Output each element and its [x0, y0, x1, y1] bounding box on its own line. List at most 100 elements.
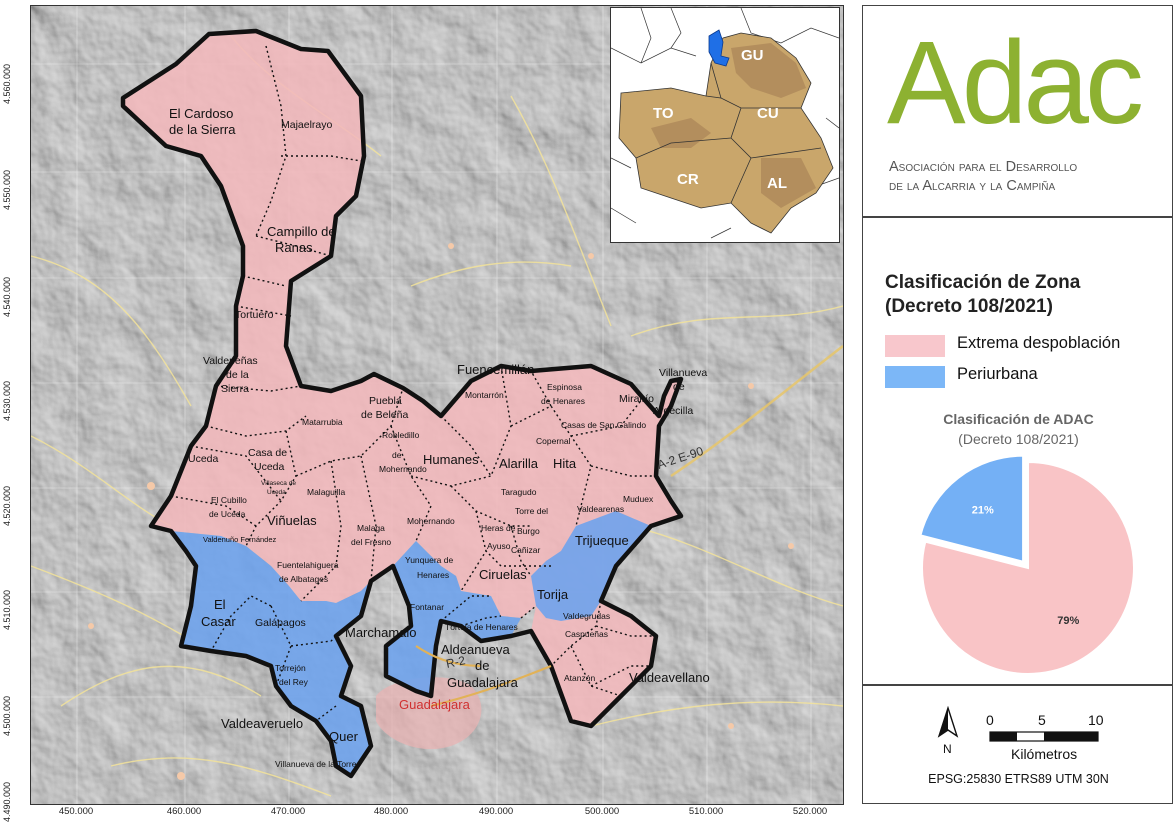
svg-text:Valdeaveruelo: Valdeaveruelo: [221, 716, 303, 731]
svg-text:Torija: Torija: [537, 587, 569, 602]
pie-chart-title: Clasificación de ADAC: [943, 411, 1094, 427]
y-tick: 4.530.000: [2, 380, 12, 421]
adac-logo: Adac: [887, 17, 1144, 149]
svg-text:Fuentelahiguera: Fuentelahiguera: [277, 560, 339, 570]
north-arrow-icon: [937, 706, 959, 738]
svg-text:Casa de: Casa de: [248, 447, 287, 459]
svg-text:Muduex: Muduex: [623, 494, 654, 504]
svg-text:Viñuelas: Viñuelas: [267, 513, 317, 528]
svg-text:Yunquera de: Yunquera de: [405, 555, 453, 565]
scale-bar: [989, 731, 1099, 742]
svg-text:Copernal: Copernal: [536, 436, 571, 446]
svg-text:Casas de San Galindo: Casas de San Galindo: [561, 420, 646, 430]
y-tick: 4.510.000: [2, 589, 12, 630]
scale-panel: N 0 5 10 Kilómetros EPSG:25830 ETRS89 UT…: [862, 685, 1173, 804]
svg-text:Marchamalo: Marchamalo: [345, 625, 417, 640]
scale-unit: Kilómetros: [1011, 746, 1078, 762]
svg-text:Torre del: Torre del: [515, 506, 548, 516]
x-tick: 470.000: [270, 806, 306, 817]
svg-text:Valdepeñas: Valdepeñas: [203, 355, 258, 367]
pie-chart: 79% 21%: [919, 454, 1135, 675]
city-label-guadalajara: Guadalajara: [399, 697, 471, 712]
svg-text:Guadalajara: Guadalajara: [447, 675, 519, 690]
svg-text:Villanueva: Villanueva: [659, 367, 707, 379]
pie-slice: [921, 460, 1135, 675]
zone-periurbana-east: [531, 511, 651, 621]
svg-text:Malaga: Malaga: [357, 523, 385, 533]
svg-text:Cañizar: Cañizar: [511, 545, 540, 555]
svg-text:Humanes: Humanes: [423, 452, 479, 467]
pie-slice-label: 21%: [972, 505, 994, 517]
svg-text:de Albatages: de Albatages: [279, 574, 328, 584]
svg-text:Ciruelas: Ciruelas: [479, 567, 527, 582]
municipal-boundaries: [170, 45, 656, 722]
x-tick: 520.000: [792, 806, 828, 817]
svg-text:Hita: Hita: [553, 456, 577, 471]
background-road-dots: [88, 243, 794, 780]
x-tick: 450.000: [58, 806, 94, 817]
svg-text:Valdegrudas: Valdegrudas: [563, 611, 610, 621]
svg-text:Campillo de: Campillo de: [267, 224, 336, 239]
province-boundaries: [635, 62, 822, 204]
svg-text:Sierra: Sierra: [221, 383, 249, 395]
svg-text:Uceda: Uceda: [188, 453, 219, 465]
logo-subtitle-line2: de la Alcarria y la Campiña: [889, 178, 1056, 194]
svg-text:Tortuero: Tortuero: [235, 309, 274, 321]
scale-label-10: 10: [1088, 712, 1104, 728]
legend-subtitle: (Decreto 108/2021): [885, 296, 1053, 317]
svg-text:El: El: [214, 597, 226, 612]
svg-text:Quer: Quer: [329, 729, 359, 744]
y-tick: 4.540.000: [2, 276, 12, 317]
svg-text:de: de: [673, 381, 685, 393]
pie-slice: [919, 454, 1025, 563]
legend-label-periurbana: Periurbana: [957, 365, 1038, 383]
municipality-labels: El Cardoso de la Sierra Majaelrayo Campi…: [169, 106, 710, 769]
svg-text:El Cubillo: El Cubillo: [211, 495, 247, 505]
svg-text:Galápagos: Galápagos: [255, 617, 306, 629]
svg-text:Trijueque: Trijueque: [575, 533, 629, 548]
svg-text:Ayuso: Ayuso: [487, 541, 511, 551]
province-label-gu: GU: [741, 47, 764, 64]
svg-text:de Henares: de Henares: [541, 396, 585, 406]
svg-text:Villaseca de: Villaseca de: [261, 480, 296, 487]
legend-title: Clasificación de Zona: [885, 272, 1081, 293]
svg-text:El Cardoso: El Cardoso: [169, 106, 233, 121]
svg-text:Matarrubia: Matarrubia: [302, 417, 343, 427]
svg-text:del Rey: del Rey: [279, 677, 309, 687]
svg-text:Villanueva de la Torre: Villanueva de la Torre: [275, 759, 357, 769]
zone-periurbana-west: [171, 531, 371, 776]
svg-text:Aldeanueva: Aldeanueva: [441, 642, 510, 657]
locator-svg: GU TO CU CR AL: [611, 8, 839, 242]
pie-slice-label: 79%: [1057, 615, 1079, 627]
svg-text:Heras de: Heras de: [481, 523, 516, 533]
svg-text:del Fresno: del Fresno: [351, 537, 391, 547]
svg-text:Alarilla: Alarilla: [499, 456, 539, 471]
zone-extrema-despoblacion: [123, 31, 681, 726]
locator-inset-map: GU TO CU CR AL: [610, 7, 840, 243]
scale-label-0: 0: [986, 712, 994, 728]
logo-subtitle-line1: Asociación para el Desarrollo: [889, 159, 1078, 175]
adac-territory-border: [120, 28, 684, 779]
svg-text:Espinosa: Espinosa: [547, 382, 582, 392]
svg-text:Henares: Henares: [417, 570, 449, 580]
svg-text:de Beleña: de Beleña: [361, 409, 408, 421]
y-tick: 4.490.000: [2, 781, 12, 822]
province-label-al: AL: [767, 175, 787, 192]
province-label-cu: CU: [757, 105, 779, 122]
terrain-shading: [651, 43, 816, 208]
svg-text:de Uceda: de Uceda: [209, 509, 246, 519]
svg-text:Valdenuño Fernández: Valdenuño Fernández: [203, 535, 276, 544]
svg-text:Casar: Casar: [201, 614, 236, 629]
road-label-r2: R-2: [445, 653, 467, 671]
north-label: N: [943, 742, 952, 756]
x-tick: 460.000: [166, 806, 202, 817]
svg-text:Atanzón: Atanzón: [564, 673, 595, 683]
pie-chart-subtitle: (Decreto 108/2021): [958, 431, 1079, 447]
background-roads: [31, 35, 843, 797]
svg-text:Robledillo: Robledillo: [382, 430, 420, 440]
y-tick: 4.560.000: [2, 63, 12, 104]
svg-text:de la: de la: [226, 369, 249, 381]
svg-text:Miralrío: Miralrío: [619, 393, 654, 405]
map-canvas: A-2 E-90 R-2 Guadalajara El Cardoso de l…: [31, 6, 843, 804]
legend-swatch-extrema: [885, 335, 945, 357]
